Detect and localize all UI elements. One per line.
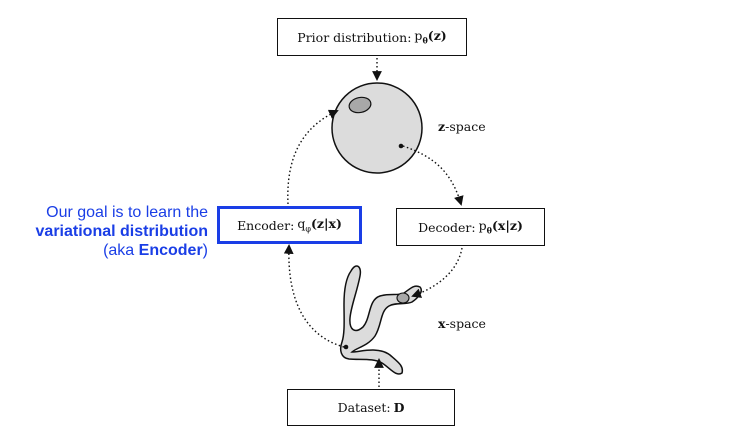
x-to-encoder-arrow <box>283 244 345 348</box>
z-sample-point <box>398 143 404 149</box>
dataset-label: Dataset: <box>337 400 391 415</box>
x-space-label: x-space <box>438 316 486 331</box>
x-space-manifold <box>339 265 423 375</box>
x-sample-point <box>343 344 349 350</box>
z-space-encoded-region <box>348 96 372 114</box>
encoder-math: qφ(z|x) <box>297 216 342 234</box>
z-to-decoder-arrow <box>402 145 464 206</box>
decoder-to-x-arrow <box>411 247 463 298</box>
x-space-decoded-region <box>396 292 410 304</box>
prior-label: Prior distribution: <box>297 29 412 45</box>
dataset-symbol: D <box>393 400 405 415</box>
dataset-box: Dataset: D <box>287 389 455 426</box>
z-space-label: z-space <box>438 119 486 134</box>
prior-math: pθ(z) <box>414 28 447 46</box>
prior-distribution-box: Prior distribution: pθ(z) <box>277 18 467 56</box>
goal-line-1: Our goal is to learn the <box>46 204 208 221</box>
z-space-circle <box>331 82 423 174</box>
decoder-math: pθ(x|z) <box>478 218 523 236</box>
encoder-to-z-arrow <box>287 109 339 205</box>
decoder-box: Decoder: pθ(x|z) <box>396 208 545 246</box>
encoder-label: Encoder: <box>237 217 295 233</box>
goal-line-3: (aka Encoder) <box>103 242 208 259</box>
goal-annotation: Our goal is to learn the variational dis… <box>36 203 208 260</box>
goal-line-2: variational distribution <box>35 223 208 240</box>
encoder-box: Encoder: qφ(z|x) <box>217 206 362 244</box>
decoder-label: Decoder: <box>418 219 476 235</box>
